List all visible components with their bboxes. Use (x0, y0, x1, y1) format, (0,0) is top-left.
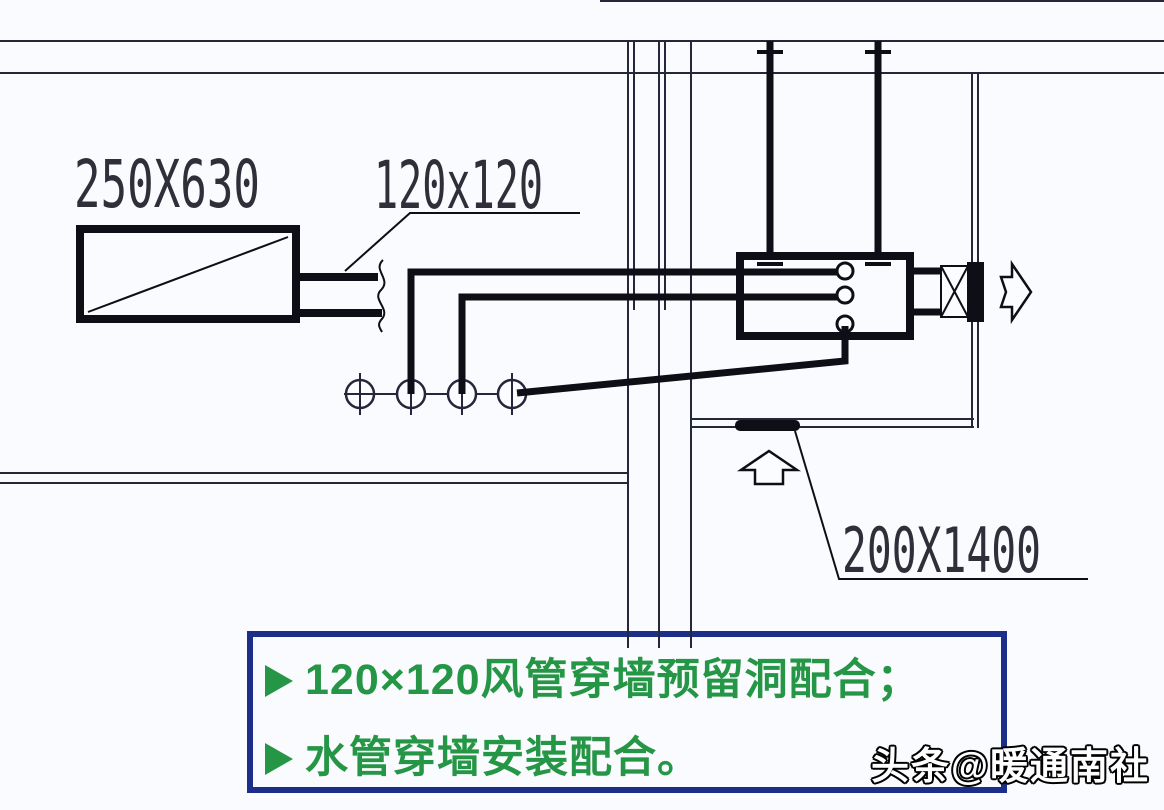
duct-and-equipment (76, 41, 1088, 580)
silencer-diagonal (87, 236, 289, 313)
pipe-riser-group (344, 373, 533, 415)
wall-sleeve-bar (967, 262, 984, 322)
airflow-right-arrow-icon (999, 259, 1033, 325)
unit-pipe-connection-1 (835, 261, 855, 281)
condensate-pipe (516, 326, 849, 397)
floor-grille-bar (735, 420, 800, 431)
hatch-diagonal-2 (940, 265, 969, 318)
note-bullet-triangle-icon (265, 664, 293, 697)
leader-line-grille-size (794, 430, 1088, 580)
label-silencer-size: 250X630 (74, 146, 260, 223)
supply-pipe (407, 268, 838, 394)
note-line-1: 120×120风管穿墙预留洞配合； (265, 659, 921, 702)
note-line-2: 水管穿墙安装配合。 (265, 737, 701, 780)
watermark-text: 头条@暖通南社 (870, 746, 1150, 788)
airflow-up-arrow-icon (736, 449, 802, 486)
leader-line-duct-size (344, 212, 580, 272)
unit-pipe-connection-2 (835, 285, 855, 305)
return-pipe (458, 293, 838, 394)
note-bullet-triangle-icon (265, 742, 293, 775)
duct-break-symbol (377, 259, 386, 333)
note-text-2: 水管穿墙安装配合。 (305, 734, 701, 782)
label-duct-size: 120x120 (374, 147, 543, 224)
riser-pipe-ticks (757, 50, 891, 266)
structure-lines (0, 0, 1164, 648)
label-grille-size: 200X1400 (842, 514, 1041, 587)
note-text-1: 120×120风管穿墙预留洞配合； (305, 656, 921, 704)
fan-coil-unit-box (736, 252, 914, 340)
